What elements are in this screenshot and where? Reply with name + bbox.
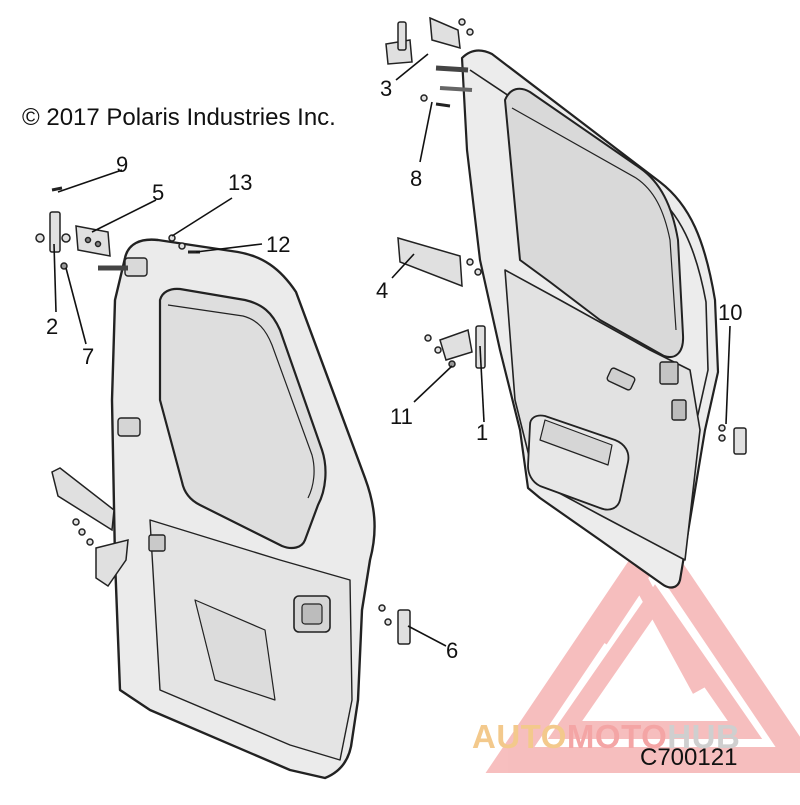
callout-12: 12: [266, 232, 290, 257]
callout-2: 2: [46, 314, 58, 339]
right-door-window: [504, 87, 685, 358]
callout-8: 8: [410, 166, 422, 191]
callout-7: 7: [82, 344, 94, 369]
copyright-notice: © 2017 Polaris Industries Inc.: [22, 104, 336, 131]
hinge-1: [439, 328, 473, 361]
bracket-4: [397, 236, 463, 288]
callout-numbers: 1 2 3 4 5 6 7 8 9 10 11 12 13: [46, 76, 742, 663]
latch-10: [733, 427, 747, 455]
figure-id: C700121: [640, 744, 738, 771]
leader-lines: [53, 53, 731, 647]
left-door-window: [158, 287, 327, 550]
callout-13: 13: [228, 170, 252, 195]
callout-11: 11: [390, 404, 413, 429]
watermark-logo: [485, 521, 800, 773]
watermark-text: AUTOMOTOHUB: [472, 718, 740, 756]
callout-6: 6: [446, 638, 458, 663]
lower-hinge-bracket: [51, 467, 115, 532]
hardware-parts: [35, 16, 747, 645]
right-door-assembly: [435, 49, 720, 589]
pin-9: [51, 186, 63, 192]
watermark-auto: AUTO: [472, 718, 567, 755]
callout-1: 1: [476, 420, 488, 445]
bolt-8: [435, 102, 451, 108]
callout-5: 5: [152, 180, 164, 205]
callout-10: 10: [718, 300, 742, 325]
callout-9: 9: [116, 152, 128, 177]
watermark-hub: HUB: [667, 718, 741, 755]
bracket-5: [75, 225, 111, 257]
watermark-moto: MOTO: [566, 718, 668, 755]
callout-3: 3: [380, 76, 392, 101]
nut-13: [168, 234, 176, 242]
bolt-7: [60, 262, 68, 270]
hinge-2: [49, 211, 61, 253]
left-door-assembly: [98, 238, 376, 780]
callout-4: 4: [376, 278, 388, 303]
